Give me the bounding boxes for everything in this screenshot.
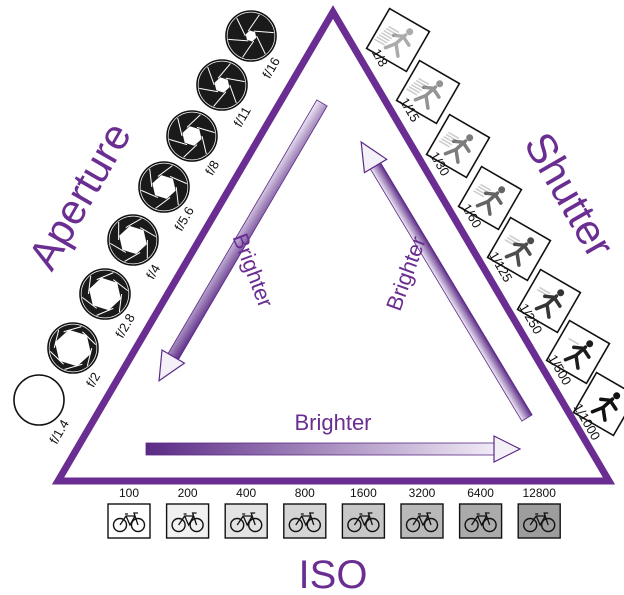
aperture-stop-label: f/4: [143, 262, 163, 282]
iso-value: 1600: [341, 486, 386, 539]
iso-value-label: 6400: [467, 486, 494, 500]
iso-value: 800: [283, 486, 327, 539]
aperture-stop: f/4: [107, 214, 163, 282]
iso-value-label: 12800: [523, 486, 557, 500]
aperture-stop: f/2: [47, 322, 103, 390]
iso-label: ISO: [299, 553, 368, 595]
aperture-stop-label: f/8: [202, 158, 222, 178]
brighter-arrow-right: [360, 140, 533, 422]
bicycle-icon: [165, 503, 210, 539]
bicycle-icon: [458, 503, 503, 539]
shutter-speed: 1/8: [365, 7, 431, 73]
iso-value-label: 3200: [409, 486, 436, 500]
iso-value: 3200: [400, 486, 444, 539]
aperture-stop: f/16: [225, 10, 283, 81]
shutter-speed: 1/60: [457, 165, 523, 231]
aperture-stop: f/8: [166, 110, 222, 178]
aperture-blade-icon: [225, 10, 277, 62]
bicycle-icon: [224, 503, 268, 539]
running-figure-icon: [425, 113, 491, 179]
iso-value: 400: [224, 486, 268, 539]
bicycle-icon: [107, 503, 151, 539]
bicycle-icon: [400, 503, 444, 539]
aperture-blade-icon: [13, 374, 65, 426]
iso-value-label: 800: [295, 486, 315, 500]
iso-value: 200: [165, 486, 210, 539]
brighter-arrow-left: [158, 99, 328, 382]
aperture-blade-icon: [47, 322, 99, 374]
running-figure-icon: [545, 319, 611, 385]
iso-value: 100: [107, 486, 151, 539]
aperture-stop: f/11: [196, 59, 254, 129]
iso-value: 12800: [517, 486, 561, 539]
bicycle-icon: [283, 503, 327, 539]
aperture-stops: f/1.4 f/2 f/2.8f/4 f/5.6f/8 f/11f/16: [13, 10, 283, 446]
shutter-speed: 1/30: [425, 113, 491, 179]
bicycle-icon: [517, 503, 561, 539]
aperture-stop: f/2.8: [79, 268, 138, 340]
brighter-label-bottom: Brighter: [294, 410, 371, 435]
running-figure-icon: [486, 216, 552, 282]
shutter-speed: 1/15: [395, 59, 461, 125]
brighter-arrow-bottom: [145, 435, 522, 463]
aperture-blade-icon: [79, 268, 131, 320]
iso-value: 6400: [458, 486, 503, 539]
shutter-speed: 1/1000: [570, 371, 624, 443]
iso-values: 100 200 400 800 1600 3200 6400 12800: [107, 486, 561, 539]
running-figure-icon: [572, 371, 624, 437]
iso-value-label: 100: [119, 486, 139, 500]
bicycle-icon: [341, 503, 386, 539]
brighter-label-left: Brighter: [228, 230, 279, 311]
iso-value-label: 400: [236, 486, 256, 500]
iso-value-label: 200: [178, 486, 198, 500]
aperture-blade-icon: [138, 161, 190, 213]
aperture-stop: f/1.4: [13, 374, 72, 446]
aperture-stop-label: f/2: [83, 370, 103, 390]
running-figure-icon: [365, 7, 431, 73]
running-figure-icon: [395, 59, 461, 125]
exposure-triangle: [51, 5, 616, 485]
aperture-blade-icon: [196, 59, 248, 111]
iso-value-label: 1600: [350, 486, 377, 500]
brighter-label-right: Brighter: [381, 233, 431, 314]
aperture-stop: f/5.6: [138, 161, 197, 233]
running-figure-icon: [516, 268, 582, 334]
aperture-blade-icon: [107, 214, 159, 266]
shutter-speed: 1/125: [486, 216, 552, 285]
running-figure-icon: [457, 165, 523, 231]
aperture-blade-icon: [166, 110, 218, 162]
